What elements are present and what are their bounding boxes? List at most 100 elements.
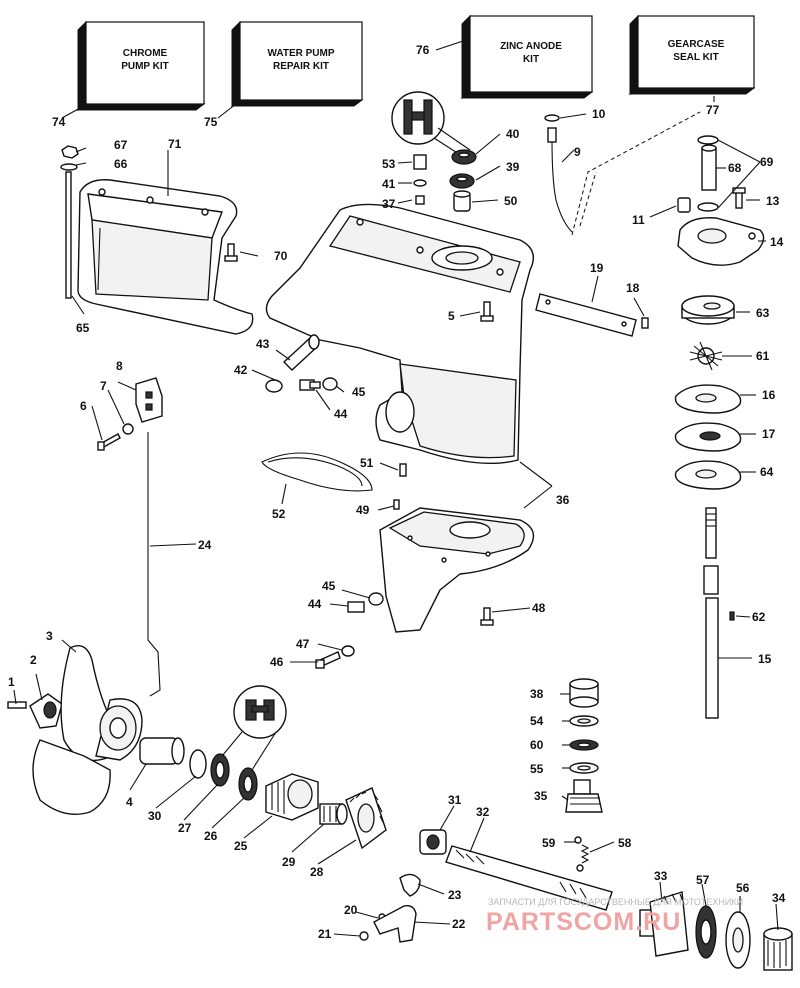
- callout-54: 54: [530, 714, 544, 728]
- callout-43: 43: [256, 337, 270, 351]
- callout-71: 71: [168, 137, 182, 151]
- callout-22: 22: [452, 917, 466, 931]
- callout-49: 49: [356, 503, 370, 517]
- callout-21: 21: [318, 927, 332, 941]
- callout-7: 7: [100, 379, 107, 393]
- o-ring-30: [189, 749, 207, 779]
- thrust-bearing-60: [569, 739, 599, 751]
- callout-76: 76: [416, 43, 430, 57]
- callout-46: 46: [270, 655, 284, 669]
- bolt-5: [480, 301, 494, 322]
- callout-50: 50: [504, 194, 518, 208]
- callout-labels: 74 75 76 77 1 2 3 4 5 6 7 8 9 10 11 13 1…: [8, 43, 786, 941]
- callout-1: 1: [8, 675, 15, 689]
- kit-label-line2: KIT: [523, 54, 539, 65]
- callout-17: 17: [762, 427, 776, 441]
- screw-44-upper: [299, 379, 321, 391]
- callout-27: 27: [178, 821, 192, 835]
- callout-42: 42: [234, 363, 248, 377]
- propeller-shaft-32: [445, 845, 613, 911]
- seal-detail-inset: [391, 91, 445, 145]
- washer-54: [569, 715, 599, 727]
- stud-65: [65, 171, 72, 299]
- kit-label-line1: CHROME: [123, 48, 168, 59]
- callout-38: 38: [530, 687, 544, 701]
- cotter-pin-1: [7, 701, 27, 709]
- callout-16: 16: [762, 388, 776, 402]
- spring-58: [580, 844, 590, 864]
- seal-detail-inset-2: [233, 685, 287, 739]
- grommet-10: [544, 114, 560, 122]
- callout-25: 25: [234, 839, 248, 853]
- watermark-caption: ЗАПЧАСТИ ДЛЯ ГОСУДАРСТВЕННЫЕ ДЛЯ МОТОТЕХ…: [488, 897, 743, 907]
- callout-56: 56: [736, 881, 750, 895]
- callout-5: 5: [448, 309, 455, 323]
- watermark: ЗАПЧАСТИ ДЛЯ ГОСУДАРСТВЕННЫЕ ДЛЯ МОТОТЕХ…: [486, 897, 743, 936]
- callout-4: 4: [126, 795, 133, 809]
- nut-67: [61, 145, 79, 159]
- shift-lever-23: [399, 873, 421, 897]
- leader-lines: [13, 39, 779, 937]
- callout-8: 8: [116, 359, 123, 373]
- gasket-64: [674, 460, 742, 490]
- kit-label-line2: SEAL KIT: [673, 52, 718, 63]
- callout-63: 63: [756, 306, 770, 320]
- washer-47: [341, 645, 355, 657]
- driveshaft-15: [703, 507, 719, 719]
- callout-34: 34: [772, 891, 786, 905]
- callout-61: 61: [756, 349, 770, 363]
- callout-6: 6: [80, 399, 87, 413]
- callout-19: 19: [590, 261, 604, 275]
- propeller-3: [32, 645, 143, 815]
- seal-40: [451, 149, 477, 165]
- washer-45-upper: [322, 377, 338, 391]
- nut-2: [29, 693, 63, 729]
- callout-33: 33: [654, 869, 668, 883]
- washer-7: [122, 423, 134, 435]
- thrust-bearing-57: [695, 905, 717, 959]
- driveshaft-housing: [265, 203, 534, 465]
- o-ring-69-upper: [697, 135, 719, 145]
- kit-label-line1: WATER PUMP: [267, 48, 334, 59]
- callout-74: 74: [52, 115, 66, 129]
- washer-55: [569, 762, 599, 774]
- clutch-dog-31: [419, 829, 447, 855]
- kit-box-gearcase-seal: GEARCASE SEAL KIT: [628, 14, 756, 95]
- callout-10: 10: [592, 107, 606, 121]
- screw-13: [732, 187, 746, 209]
- bushing-50: [453, 190, 471, 212]
- plate-17: [674, 422, 742, 452]
- seal-26: [238, 767, 258, 801]
- callout-53: 53: [382, 157, 396, 171]
- screw-44-lower: [347, 601, 365, 613]
- kit-box-water-pump-repair: WATER PUMP REPAIR KIT: [230, 20, 364, 107]
- callout-69: 69: [760, 155, 774, 169]
- callout-44-lower: 44: [308, 597, 322, 611]
- thrust-washer-56: [725, 911, 751, 969]
- callout-44-upper: 44: [334, 407, 348, 421]
- callout-28: 28: [310, 865, 324, 879]
- callout-57: 57: [696, 873, 710, 887]
- detent-59: [574, 836, 584, 872]
- watermark-logo: PARTSCOM.RU: [486, 908, 681, 936]
- water-tube-9: [547, 127, 573, 233]
- callout-39: 39: [506, 160, 520, 174]
- callout-30: 30: [148, 809, 162, 823]
- bolt-48: [480, 607, 494, 626]
- callout-29: 29: [282, 855, 296, 869]
- gasket-52: [261, 452, 373, 492]
- callout-58: 58: [618, 836, 632, 850]
- callout-3: 3: [46, 629, 53, 643]
- callout-20: 20: [344, 903, 358, 917]
- callout-37: 37: [382, 197, 396, 211]
- callout-66: 66: [114, 157, 128, 171]
- callout-60: 60: [530, 738, 544, 752]
- callout-31: 31: [448, 793, 462, 807]
- pump-housing-14: [677, 217, 765, 266]
- callout-51: 51: [360, 456, 374, 470]
- callout-24: 24: [198, 538, 212, 552]
- callout-26: 26: [204, 829, 218, 843]
- callout-70: 70: [274, 249, 288, 263]
- o-ring-69-lower: [697, 202, 719, 212]
- callout-62: 62: [752, 610, 766, 624]
